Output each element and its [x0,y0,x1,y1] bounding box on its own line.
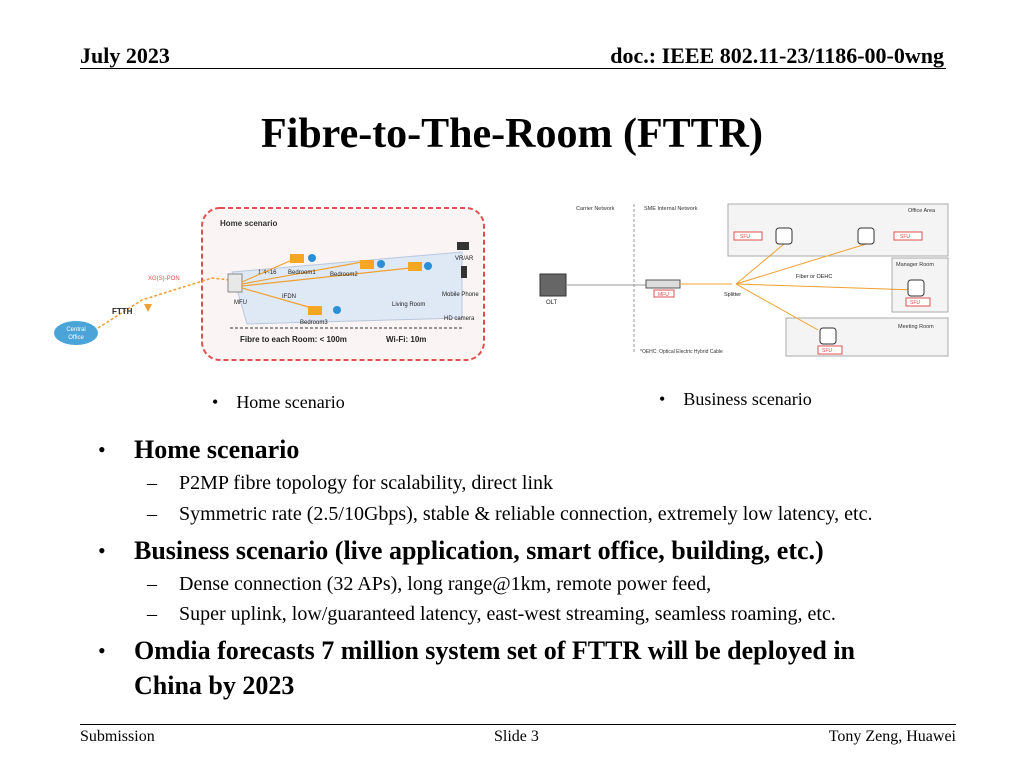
sub-bullet: –Dense connection (32 APs), long range@1… [147,573,712,595]
bullet-home-title: Home scenario [134,435,300,464]
room-label-bedroom2: Bedroom2 [330,272,358,278]
sfu-ap [819,327,837,345]
wifi-icon [377,260,385,268]
bullet-business-title: Business scenario (live application, sma… [134,536,824,565]
sub-bullet: –Super uplink, low/guaranteed latency, e… [147,603,836,625]
device-label-phone: Mobile Phone [442,292,479,298]
device-label-vr: VR/AR [455,256,474,262]
mfu-device [227,273,243,293]
meeting-room-label: Meeting Room [898,324,934,330]
bullet-home-scenario: •Home scenario [98,435,300,464]
business-scenario-figure: Carrier Network SME Internal Network Off… [539,203,949,357]
sfu-label: SFU [900,234,910,240]
room-label-bedroom1: Bedroom1 [288,270,316,276]
bullet-omdia-line1: Omdia forecasts 7 million system set of … [134,636,856,665]
room-label-bedroom3: Bedroom3 [300,320,328,326]
house-floor [231,251,463,325]
caption-business-scenario: •Business scenario [659,389,812,409]
mfu-device [645,279,681,289]
office-area-box [727,203,949,257]
sfu-tag [733,231,763,241]
sfu-ap [907,279,925,297]
wifi-icon [424,262,432,270]
meeting-room-box [785,317,949,357]
wifi-icon [333,306,341,314]
mfu-label: MFU [234,300,247,306]
phone-device-icon [461,266,467,278]
trunk-fibre [97,277,231,329]
bullet-business-scenario: •Business scenario (live application, sm… [98,536,824,565]
sfu-label: SFU [822,348,832,354]
splitter-label: Splitter [724,292,741,298]
header-date: July 2023 [80,43,170,68]
sub-bullet-text: Dense connection (32 APs), long range@1k… [179,573,712,595]
ftth-label: FTTH [112,307,133,316]
mfu-label: MFU [658,292,669,298]
sfu-living-room [408,262,422,271]
sfu-bedroom2 [360,260,374,269]
fibre-range-label: Fibre to each Room: < 100m [240,335,347,344]
splitter-fibres [735,243,917,331]
sub-bullet: –P2MP fibre topology for scalability, di… [147,472,554,494]
sfu-label: SFU [740,234,750,240]
header-doc-id: doc.: IEEE 802.11-23/1186-00-0wng [610,43,944,68]
olt-label: OLT [546,300,558,306]
sfu-label: SFU [910,300,920,306]
manager-room-label: Manager Room [896,262,934,268]
sme-network-label: SME Internal Network [644,206,698,212]
fiber-label: Fiber or OEHC [796,274,832,280]
split-ratio-label: 1:4~16 [258,270,277,276]
caption-home-text: Home scenario [236,392,345,412]
sfu-tag [893,231,923,241]
device-label-camera: HD camera [444,316,475,322]
sfu-bedroom3 [308,306,322,315]
sub-bullet-text: P2MP fibre topology for scalability, dir… [179,472,554,494]
footer-author: Tony Zeng, Huawei [828,728,956,745]
sfu-ap [857,227,875,245]
slide-title: Fibre-to-The-Room (FTTR) [261,111,763,157]
footer-submission: Submission [80,728,155,745]
central-office-label-1: Central [66,327,85,333]
home-scenario-label: Home scenario [220,219,277,228]
home-scenario-figure: Home scenario Central Office FTTH XG(S)-… [54,207,485,361]
room-fibres [241,259,411,309]
footer-rule [80,724,956,725]
wifi-icon [308,254,316,262]
sfu-tag [817,345,843,355]
pon-label: XG(S)-PON [148,276,180,282]
sfu-ap [775,227,793,245]
central-office-cloud [54,321,98,345]
wifi-range-label: Wi-Fi: 10m [386,335,426,344]
caption-business-text: Business scenario [683,389,812,409]
caption-home-scenario: •Home scenario [212,392,345,412]
central-office-label-2: Office [68,335,84,341]
splitter-icon [144,304,152,312]
bullet-omdia-line2: China by 2023 [134,671,295,700]
header-rule [80,68,946,69]
oehc-footnote: *OEHC: Optical Electric Hybrid Cable [640,349,723,355]
sub-bullet-text: Symmetric rate (2.5/10Gbps), stable & re… [179,503,873,525]
footer-slide-number: Slide 3 [494,728,539,745]
sfu-tag [905,297,931,307]
room-label-living-room: Living Room [392,302,425,308]
olt-device [539,273,567,297]
sub-bullet: –Symmetric rate (2.5/10Gbps), stable & r… [147,503,873,525]
sub-bullet-text: Super uplink, low/guaranteed latency, ea… [179,603,836,625]
carrier-network-label: Carrier Network [576,206,615,212]
bullet-omdia-forecast: •Omdia forecasts 7 million system set of… [98,636,856,665]
vr-device-icon [457,242,469,250]
mfu-tag [653,289,675,298]
sfu-bedroom1 [290,254,304,263]
office-area-label: Office Area [908,208,936,214]
ifdn-label: IFDN [282,294,296,300]
